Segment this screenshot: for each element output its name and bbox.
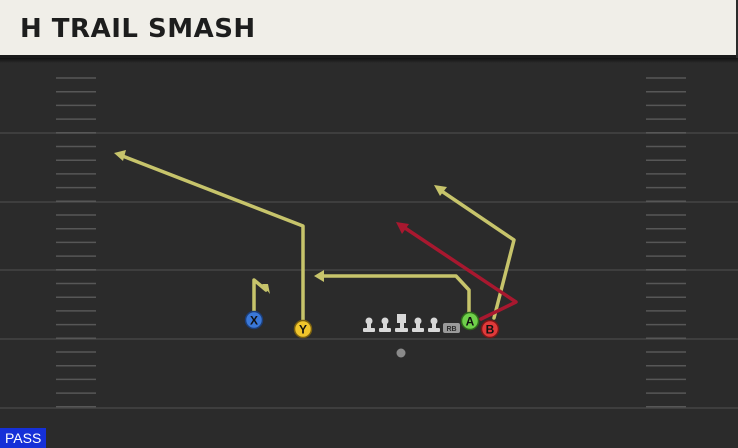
route-x: [252, 278, 268, 315]
player-b-label: B: [486, 323, 495, 337]
player-y: Y: [293, 319, 313, 339]
play-title-bar: H TRAIL SMASH: [0, 0, 736, 58]
route-y-arrow: [114, 150, 126, 161]
title-shadow: [0, 58, 738, 63]
play-title: H TRAIL SMASH: [20, 14, 256, 44]
rb-label: RB: [446, 326, 456, 333]
hash-marks: [56, 77, 686, 408]
qb-marker: [396, 348, 406, 358]
route-b-corner: [438, 188, 516, 320]
play-type-badge: PASS: [0, 428, 47, 448]
route-x-arrow: [262, 284, 270, 294]
route-b-primary: [400, 224, 518, 321]
center-icon: [395, 314, 408, 332]
lineman-icon: [412, 317, 424, 332]
lineman-icon: [379, 317, 391, 332]
player-x: X: [244, 310, 264, 330]
yard-lines: [0, 132, 738, 409]
route-y: [118, 153, 305, 324]
route-a: [320, 274, 471, 314]
player-b: B: [480, 319, 500, 339]
player-a-label: A: [466, 315, 475, 329]
lineman-icon: [363, 317, 375, 332]
player-y-label: Y: [299, 323, 307, 337]
routes: [114, 150, 518, 324]
player-a: A: [460, 311, 480, 331]
route-a-arrow: [314, 270, 324, 282]
player-x-label: X: [250, 314, 258, 328]
lineman-icon: [428, 317, 440, 332]
rb-icon: RB: [443, 323, 460, 333]
route-b-corner-arrow: [434, 185, 447, 196]
offensive-line: [363, 314, 440, 332]
route-b-primary-arrow: [396, 222, 409, 234]
